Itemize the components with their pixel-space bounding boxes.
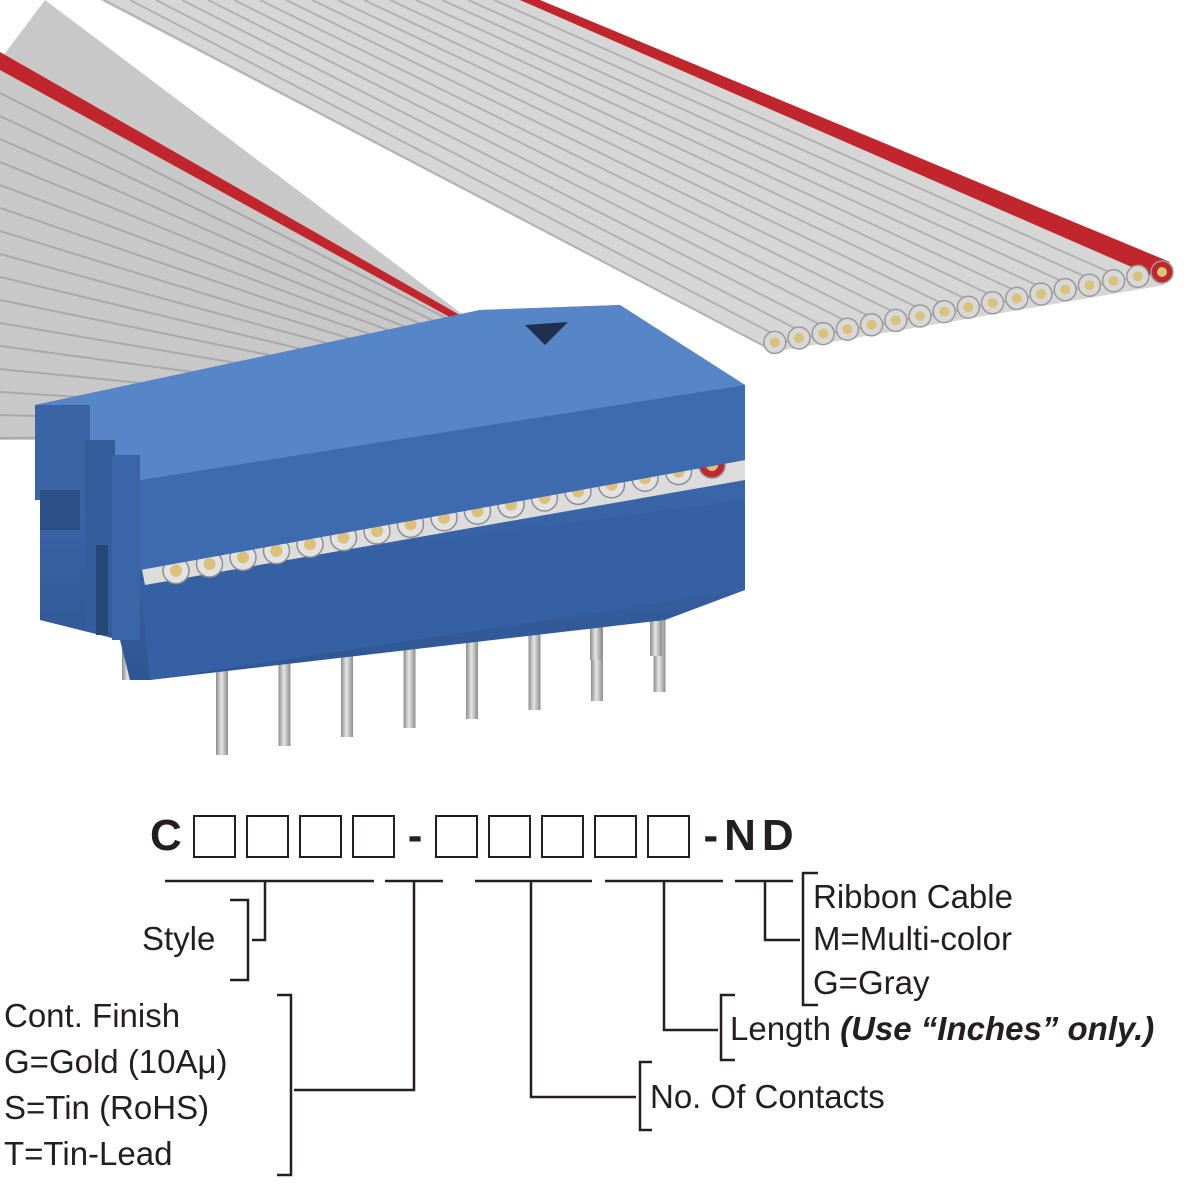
style-box xyxy=(192,814,236,858)
length-note: (Use “Inches” only.) xyxy=(840,1010,1155,1047)
conductor-core xyxy=(270,544,283,557)
conductor-groove xyxy=(233,0,887,326)
conductor-core xyxy=(1084,280,1095,291)
conductor-core xyxy=(890,315,901,326)
contacts-box xyxy=(435,814,479,858)
length-box xyxy=(594,814,638,858)
conductor-groove xyxy=(155,0,815,339)
conductor-groove xyxy=(363,0,1007,303)
contacts-label: No. Of Contacts xyxy=(650,1078,885,1115)
finish-tinlead: T=Tin-Lead xyxy=(4,1135,173,1172)
dip-connector xyxy=(35,305,745,755)
callout-lines xyxy=(165,871,818,1177)
style-box xyxy=(298,814,342,858)
finish-title: Cont. Finish xyxy=(4,997,181,1034)
finish-gold: G=Gold (10Aμ) xyxy=(4,1043,228,1080)
conductor-core xyxy=(1060,284,1071,295)
conductor-groove xyxy=(129,0,791,344)
conductor-groove xyxy=(337,0,983,308)
conductor-groove xyxy=(0,184,461,358)
conductor-core xyxy=(987,297,998,308)
conductor-core xyxy=(963,302,974,313)
length-box xyxy=(541,814,585,858)
conductor-groove xyxy=(467,0,1103,285)
conductor-core xyxy=(1157,267,1167,277)
contacts-box xyxy=(488,814,532,858)
polarity-triangle-icon xyxy=(525,322,568,345)
cable-title: Ribbon Cable xyxy=(813,878,1013,915)
conductor-groove xyxy=(0,92,469,330)
conductor-core xyxy=(1036,289,1046,299)
conductor-core xyxy=(404,518,417,531)
finish-box xyxy=(351,814,395,858)
red-stripe xyxy=(520,0,1170,275)
part-separator: - xyxy=(407,811,423,860)
conductor-core xyxy=(304,538,316,551)
conductor-groove xyxy=(0,161,463,351)
conductor-core xyxy=(769,337,780,348)
cable-gray: G=Gray xyxy=(813,964,930,1001)
conductor-groove xyxy=(259,0,911,321)
conductor-core xyxy=(939,306,950,317)
conductor-groove xyxy=(103,0,767,348)
red-stripe xyxy=(0,52,472,322)
conductor-core xyxy=(1011,293,1022,304)
conductor-groove xyxy=(285,0,935,317)
conductor-groove xyxy=(207,0,863,330)
conductor-core xyxy=(915,311,925,321)
cable-multi: M=Multi-color xyxy=(813,920,1012,957)
length-label: Length xyxy=(730,1010,831,1047)
conductor-core xyxy=(1108,275,1119,286)
conductor-core xyxy=(170,564,182,577)
conductor-core xyxy=(1132,271,1143,282)
conductor-core xyxy=(237,551,249,564)
conductor-groove xyxy=(311,0,959,312)
conductor-core xyxy=(337,531,350,544)
style-box xyxy=(245,814,289,858)
conductor-core xyxy=(203,558,216,570)
ribbon-cable-right xyxy=(100,0,1174,355)
part-suffix: -ND xyxy=(703,811,800,860)
conductor-groove xyxy=(0,115,467,337)
cable-box xyxy=(647,814,691,858)
conductor-core xyxy=(794,333,804,343)
conductor-core xyxy=(818,328,829,339)
conductor-core xyxy=(866,319,877,330)
conductor-core xyxy=(371,525,383,537)
conductor-groove xyxy=(0,138,465,344)
length-label-row: Length (Use “Inches” only.) xyxy=(730,1008,1154,1050)
part-number-template: C - -ND xyxy=(150,808,800,864)
conductor-groove xyxy=(441,0,1079,290)
conductor-groove xyxy=(493,0,1127,281)
conductor-groove xyxy=(181,0,839,335)
part-prefix: C xyxy=(150,811,182,860)
conductor-groove xyxy=(415,0,1055,294)
conductor-groove xyxy=(389,0,1031,299)
style-label: Style xyxy=(142,920,216,957)
conductor-core xyxy=(842,324,853,335)
finish-tin: S=Tin (RoHS) xyxy=(4,1089,210,1126)
